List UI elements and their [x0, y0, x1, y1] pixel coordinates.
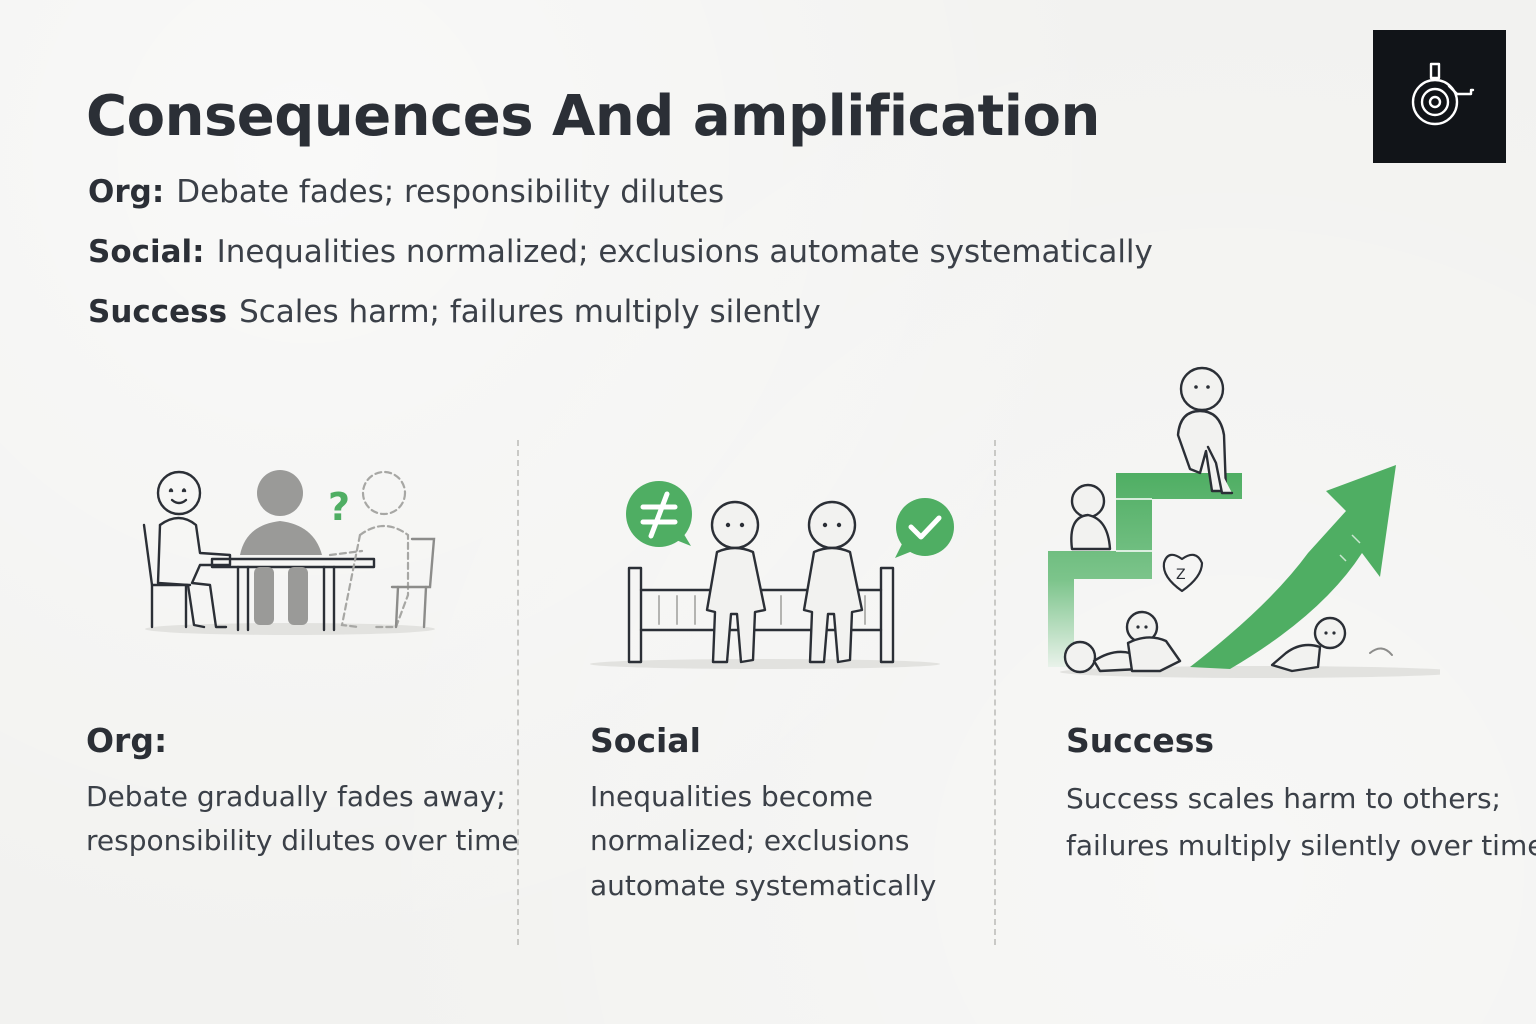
summary-line-org: Org: Debate fades; responsibility dilutes	[88, 174, 724, 210]
summary-text: Debate fades; responsibility dilutes	[176, 174, 725, 210]
summary-line-social: Social: Inequalities normalized; exclusio…	[88, 234, 1153, 270]
summary-label: Org:	[88, 174, 165, 210]
question-mark-glyph: ?	[328, 485, 350, 529]
success-description-line: failures multiply silently over time	[1066, 829, 1536, 862]
check-bubble-icon	[895, 498, 954, 558]
success-description-line: Success scales harm to others;	[1066, 782, 1501, 815]
org-meeting-illustration: ?	[142, 470, 436, 635]
social-heading: Social	[590, 721, 701, 760]
org-description-line: responsibility dilutes over time	[86, 824, 519, 857]
org-heading: Org:	[86, 721, 168, 760]
success-heading: Success	[1066, 721, 1215, 760]
org-description-line: Debate gradually fades away;	[86, 780, 506, 813]
summary-label: Success	[88, 294, 228, 330]
column-divider	[994, 440, 996, 945]
summary-label: Social:	[88, 234, 205, 270]
not-equal-bubble-icon	[626, 481, 692, 547]
social-description-line: automate systematically	[590, 869, 937, 902]
social-description-line: normalized; exclusions	[590, 824, 910, 857]
success-staircase-illustration: Z	[1048, 366, 1440, 678]
heart-sleep-glyph: Z	[1176, 567, 1186, 583]
logo-badge	[1373, 30, 1506, 163]
summary-text: Inequalities normalized; exclusions auto…	[216, 234, 1153, 270]
summary-line-success: Success Scales harm; failures multiply si…	[88, 294, 821, 330]
column-divider	[517, 440, 519, 945]
social-fence-illustration	[590, 481, 954, 669]
camera-lens-icon	[1411, 62, 1475, 126]
summary-text: Scales harm; failures multiply silently	[239, 294, 821, 330]
page-title: Consequences And amplification	[86, 84, 1100, 149]
social-description-line: Inequalities become	[590, 780, 873, 813]
